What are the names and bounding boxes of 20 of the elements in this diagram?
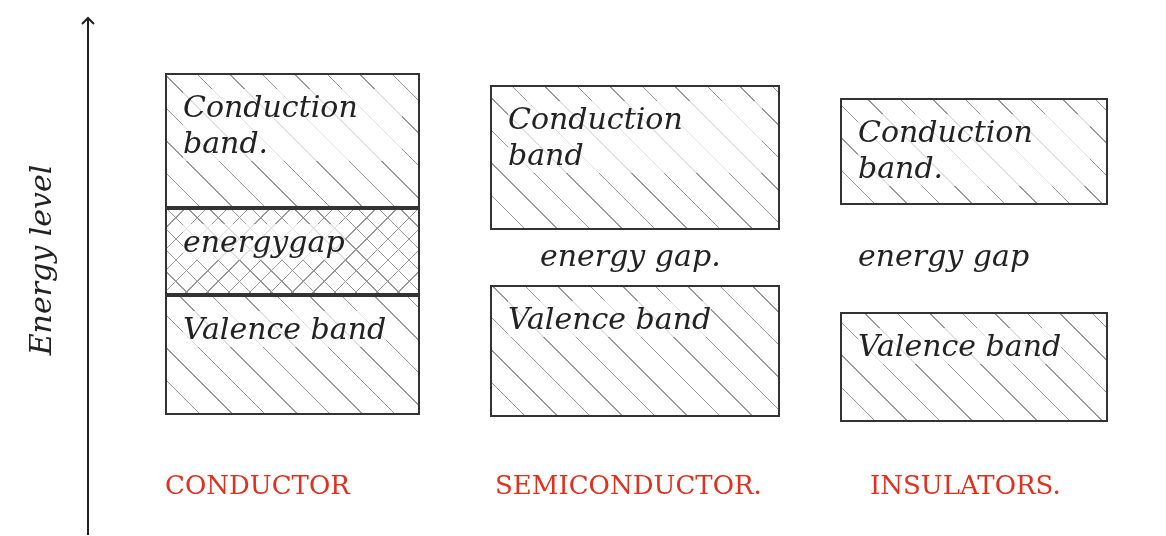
band-label: Conduction band. — [858, 114, 1090, 186]
material-label: INSULATORS. — [870, 470, 1061, 500]
gap-label: energy gap. — [540, 238, 721, 273]
hatched-band — [490, 85, 780, 230]
band-label: Valence band — [508, 301, 712, 337]
band-label: energygap — [183, 224, 345, 260]
band-label: Valence band — [183, 311, 387, 347]
material-label: SEMICONDUCTOR. — [495, 470, 762, 500]
material-label: CONDUCTOR — [165, 470, 350, 500]
crosshatched-band — [165, 208, 420, 295]
hatched-band — [840, 312, 1108, 422]
band-label: Conduction band. — [183, 89, 402, 161]
hatched-band — [165, 73, 420, 208]
band-label: Conduction band — [508, 101, 762, 173]
hatched-band — [165, 295, 420, 415]
gap-label: energy gap — [858, 238, 1030, 273]
hatched-band — [840, 98, 1108, 205]
axis-label: Energy level — [22, 164, 58, 356]
band-label: Valence band — [858, 328, 1062, 364]
hatched-band — [490, 285, 780, 417]
